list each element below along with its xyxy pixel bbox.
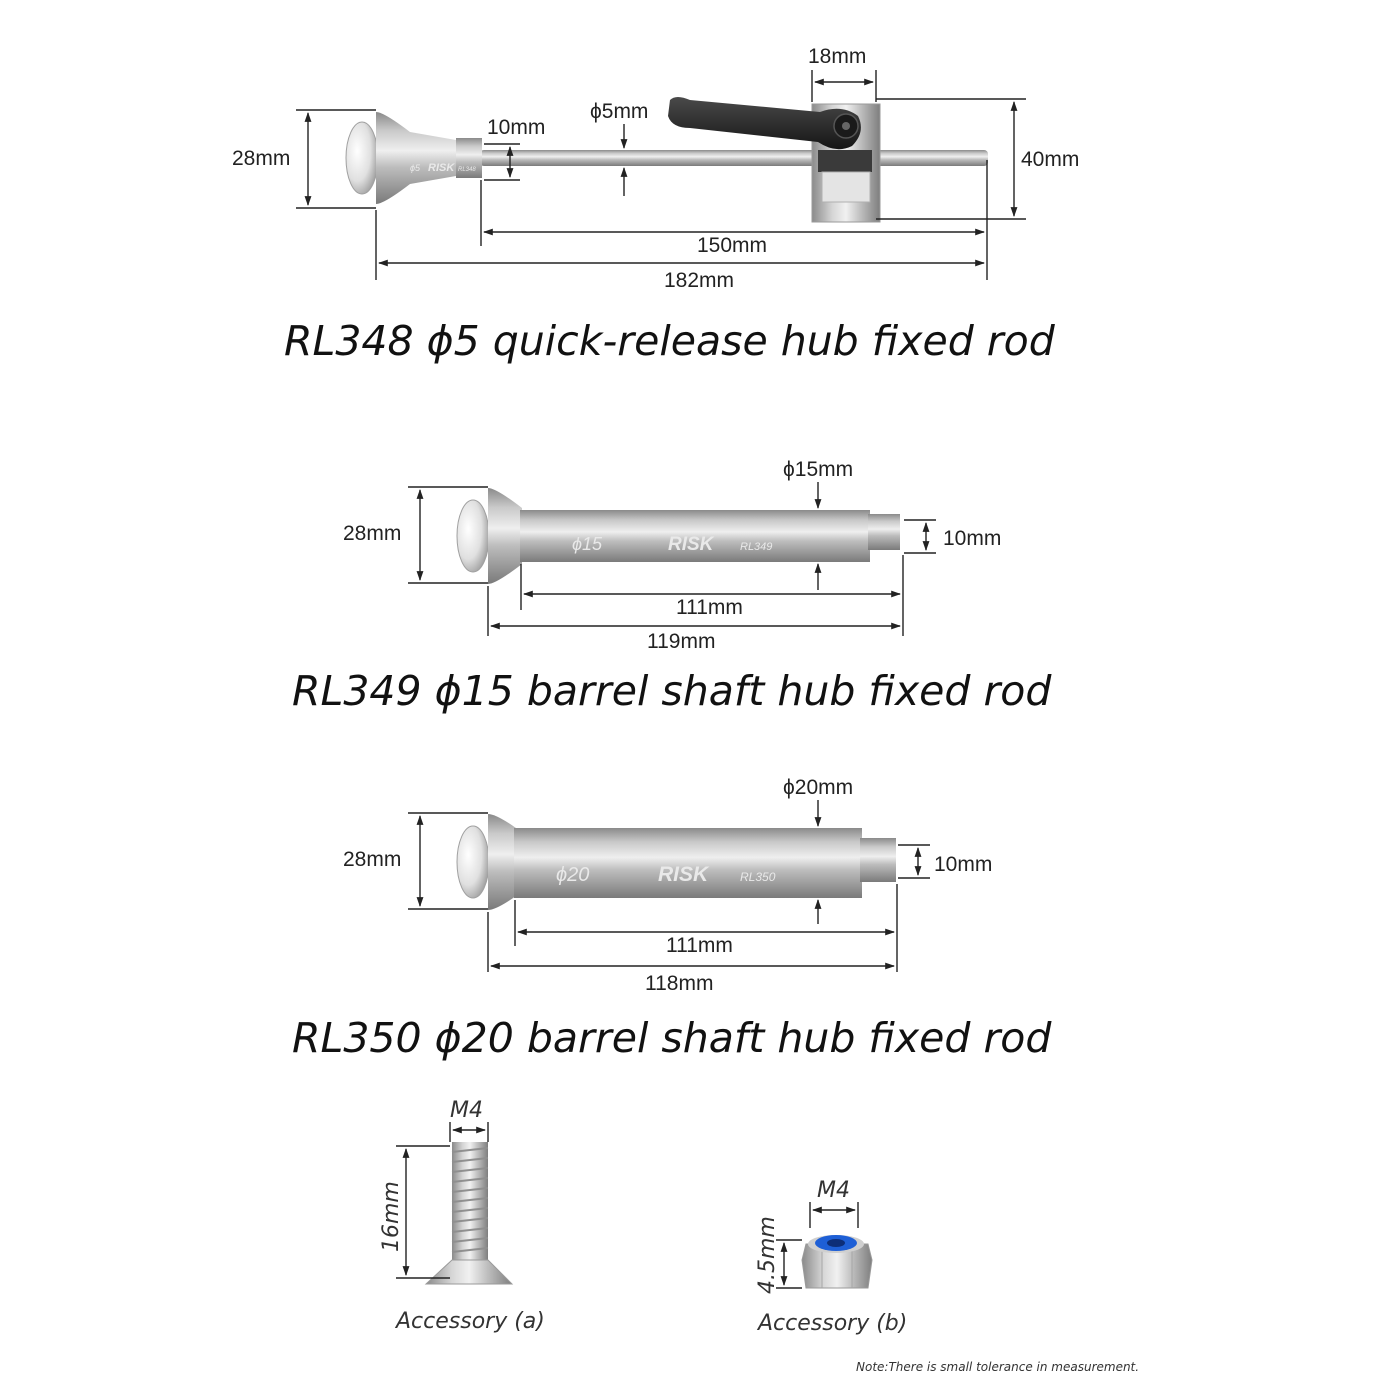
rl350-total-length-label: 118mm xyxy=(645,972,713,995)
accessory-a-length-dimension: 16mm xyxy=(379,1145,450,1279)
rl348-neck-dimension: 10mm xyxy=(484,116,545,181)
rl348-rod-diameter-label: ϕ5mm xyxy=(590,100,648,123)
rl348-length-dimensions: 150mm 182mm xyxy=(375,160,988,292)
rl348-clamp-height-label: 40mm xyxy=(1021,148,1079,171)
rl348-clamp-height-dimension: 40mm xyxy=(876,98,1079,220)
rl350-length-dimensions: 111mm 118mm xyxy=(487,884,898,995)
rl350-engraving-model: RL350 xyxy=(740,870,776,884)
rl349-engraving-brand: RISK xyxy=(668,534,715,555)
rl348-clamp-width-label: 18mm xyxy=(808,45,866,68)
rl348-total-length-label: 182mm xyxy=(664,269,734,292)
rl349-tip-dimension: 10mm xyxy=(904,519,1001,554)
accessory-b-label: Accessory (b) xyxy=(756,1311,907,1336)
rl349-illustration: ϕ15 RISK RL349 xyxy=(456,488,900,584)
rl350-head-height-label: 28mm xyxy=(343,848,401,871)
rl348-engraving-brand: RISK xyxy=(428,162,455,174)
rod-rl350: ϕ20 RISK RL350 28mm ϕ20mm 10mm 111mm xyxy=(292,776,1052,1062)
rl350-tip-label: 10mm xyxy=(934,853,992,876)
rl348-head-height-dimension: 28mm xyxy=(232,109,376,209)
rl349-total-length-label: 119mm xyxy=(647,630,715,653)
rl348-head-height-label: 28mm xyxy=(232,147,290,170)
rod-rl349: ϕ15 RISK RL349 28mm ϕ15mm 10mm 111mm xyxy=(292,458,1052,715)
accessory-b-thread-dimension: M4 xyxy=(809,1178,859,1228)
accessory-a-length-label: 16mm xyxy=(379,1181,404,1252)
accessory-b-height-label: 4.5mm xyxy=(755,1216,780,1294)
rl349-diameter-dimension: ϕ15mm xyxy=(783,458,853,590)
rl349-diameter-label: ϕ15mm xyxy=(783,458,853,481)
rl350-shaft-length-label: 111mm xyxy=(666,934,733,957)
rl348-title: RL348 ϕ5 quick-release hub fixed rod xyxy=(284,317,1056,365)
rl350-tip-dimension: 10mm xyxy=(898,844,992,879)
accessory-b-thread-label: M4 xyxy=(817,1178,850,1203)
accessory-a-label: Accessory (a) xyxy=(394,1309,545,1334)
rl349-title: RL349 ϕ15 barrel shaft hub fixed rod xyxy=(292,667,1052,715)
rl349-head-height-label: 28mm xyxy=(343,522,401,545)
rl348-clamp-width-dimension: 18mm xyxy=(808,45,877,102)
rl349-length-dimensions: 111mm 119mm xyxy=(487,555,904,653)
rl350-engraving-size: ϕ20 xyxy=(556,864,589,886)
rl348-rod-length-label: 150mm xyxy=(697,234,767,257)
accessory-b-height-dimension: 4.5mm xyxy=(755,1216,802,1294)
rl350-diameter-label: ϕ20mm xyxy=(783,776,853,799)
accessory-a-thread-dimension: M4 xyxy=(449,1098,489,1142)
accessory-b: M4 4.5mm Accessory (b) xyxy=(755,1178,907,1336)
rl350-title: RL350 ϕ20 barrel shaft hub fixed rod xyxy=(292,1014,1052,1062)
rl349-engraving-size: ϕ15 xyxy=(572,534,603,554)
accessory-b-nut-illustration xyxy=(801,1235,873,1289)
rl349-shaft-length-label: 111mm xyxy=(676,596,743,619)
accessory-a-screw-illustration xyxy=(424,1142,514,1285)
rl348-neck-label: 10mm xyxy=(487,116,545,139)
accessory-a-thread-label: M4 xyxy=(450,1098,483,1123)
rl350-diameter-dimension: ϕ20mm xyxy=(783,776,853,924)
rl350-engraving-brand: RISK xyxy=(658,863,710,886)
rl348-illustration: ϕ5 RISK RL348 xyxy=(345,97,988,223)
rl350-illustration: ϕ20 RISK RL350 xyxy=(456,814,896,910)
rl348-rod-diameter-dimension: ϕ5mm xyxy=(590,100,648,196)
rl348-engraving-size: ϕ5 xyxy=(410,163,421,173)
tolerance-note: Note:There is small tolerance in measure… xyxy=(856,1360,1139,1374)
rl349-tip-label: 10mm xyxy=(943,527,1001,550)
rl349-engraving-model: RL349 xyxy=(740,541,772,553)
rl349-head-height-dimension: 28mm xyxy=(343,486,488,584)
accessory-a: M4 16mm Accessory (a) xyxy=(379,1098,545,1334)
rod-rl348: ϕ5 RISK RL348 28mm 10mm ϕ5mm xyxy=(232,45,1079,365)
rl348-engraving-model: RL348 xyxy=(458,167,476,173)
rl350-head-height-dimension: 28mm xyxy=(343,812,488,910)
